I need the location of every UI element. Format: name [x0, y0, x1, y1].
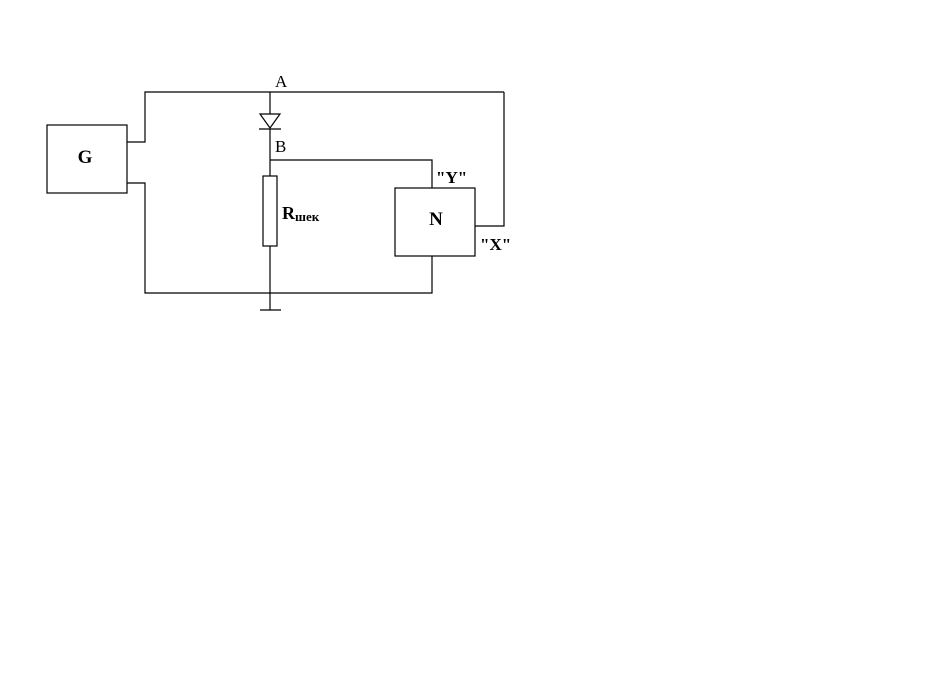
generator-label: G — [78, 147, 93, 168]
wire-generator-top — [127, 91, 504, 143]
device-label: N — [429, 209, 443, 230]
resistor-label: Rшек — [282, 203, 320, 224]
resistor-label-subscript: шек — [295, 209, 320, 224]
resistor-shunt — [262, 175, 278, 247]
wire-right-return — [475, 92, 505, 227]
wire-b-to-y — [270, 159, 433, 188]
generator-box — [46, 124, 128, 194]
resistor-label-main: R — [282, 203, 296, 223]
diode-triangle — [258, 113, 282, 130]
wire-generator-bottom — [127, 182, 433, 294]
terminal-x-label: "X" — [480, 235, 511, 254]
device-box — [394, 187, 476, 257]
node-b-label: B — [275, 137, 286, 156]
terminal-y-label: "Y" — [436, 168, 467, 187]
node-a-label: A — [275, 72, 288, 91]
